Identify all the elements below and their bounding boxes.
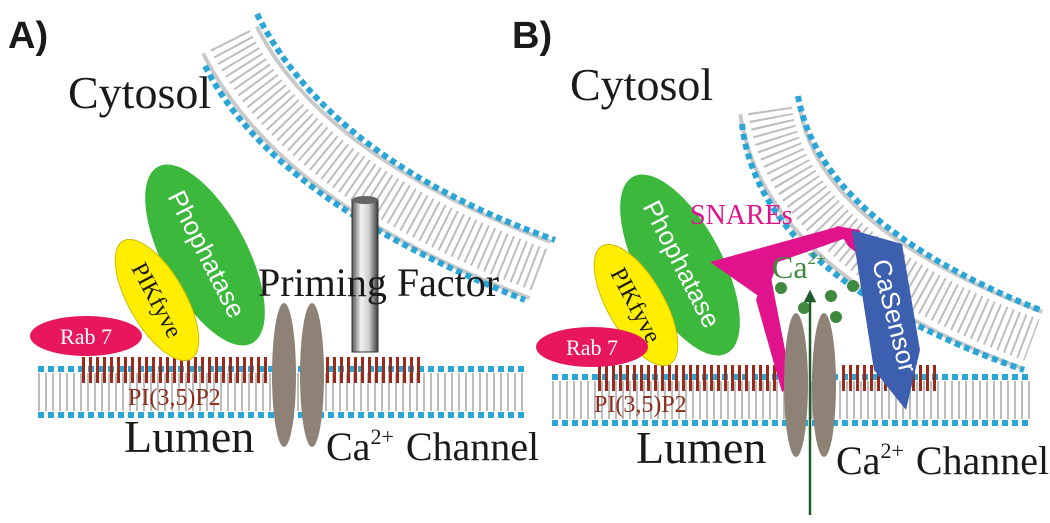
panel-b-lipid-label: PI(3,5)P2 — [594, 392, 687, 418]
panel-b-cytosol-label: Cytosol — [570, 59, 713, 110]
panel-b: B) Cytosol PI(3,5)P2 Phophata — [512, 15, 1049, 515]
panel-a-label: A) — [8, 15, 48, 57]
calcium-ion — [798, 302, 810, 314]
panel-a-rab7: Rab 7 — [30, 316, 142, 356]
calcium-ion — [847, 280, 859, 292]
panel-b-snares: SNAREs — [690, 200, 868, 392]
panel-a-cytosol-label: Cytosol — [68, 67, 211, 118]
panel-a-ca-channel — [272, 303, 324, 447]
panel-a-pi35p2-lipids — [82, 357, 420, 383]
panel-a-rab7-label: Rab 7 — [60, 324, 112, 349]
panel-b-rab7-label: Rab 7 — [566, 335, 618, 360]
panel-a-channel-ca: Ca2+Channel — [326, 424, 539, 469]
panel-b-calcium-ion-label: Ca2+ — [772, 249, 826, 285]
calcium-ion — [830, 311, 842, 323]
panel-b-lumen-label: Lumen — [636, 422, 766, 473]
panel-b-rab7: Rab 7 — [536, 327, 648, 367]
panel-a-priming-factor — [351, 196, 379, 353]
panel-a: A) Cytosol PI(3,5)P2 — [8, 12, 557, 469]
calcium-ion — [775, 282, 787, 294]
panel-a-upper-membrane — [201, 12, 557, 303]
calcium-ion — [825, 290, 837, 302]
panel-b-ca-channel — [784, 313, 836, 457]
panel-a-priming-factor-label: Priming Factor — [258, 260, 499, 305]
panel-a-lipid-label: PI(3,5)P2 — [128, 385, 221, 411]
panel-b-pikfyve: PIKfyve — [593, 243, 679, 367]
panel-a-lumen-label: Lumen — [124, 411, 254, 462]
panel-b-snares-label: SNAREs — [690, 200, 793, 231]
panel-a-phosphatase: Phophatase — [145, 164, 265, 346]
panel-b-calcium-ions: Ca2+ — [772, 249, 859, 323]
panel-b-channel-ca: Ca2+Channel — [836, 438, 1049, 483]
panel-b-label: B) — [512, 15, 552, 57]
